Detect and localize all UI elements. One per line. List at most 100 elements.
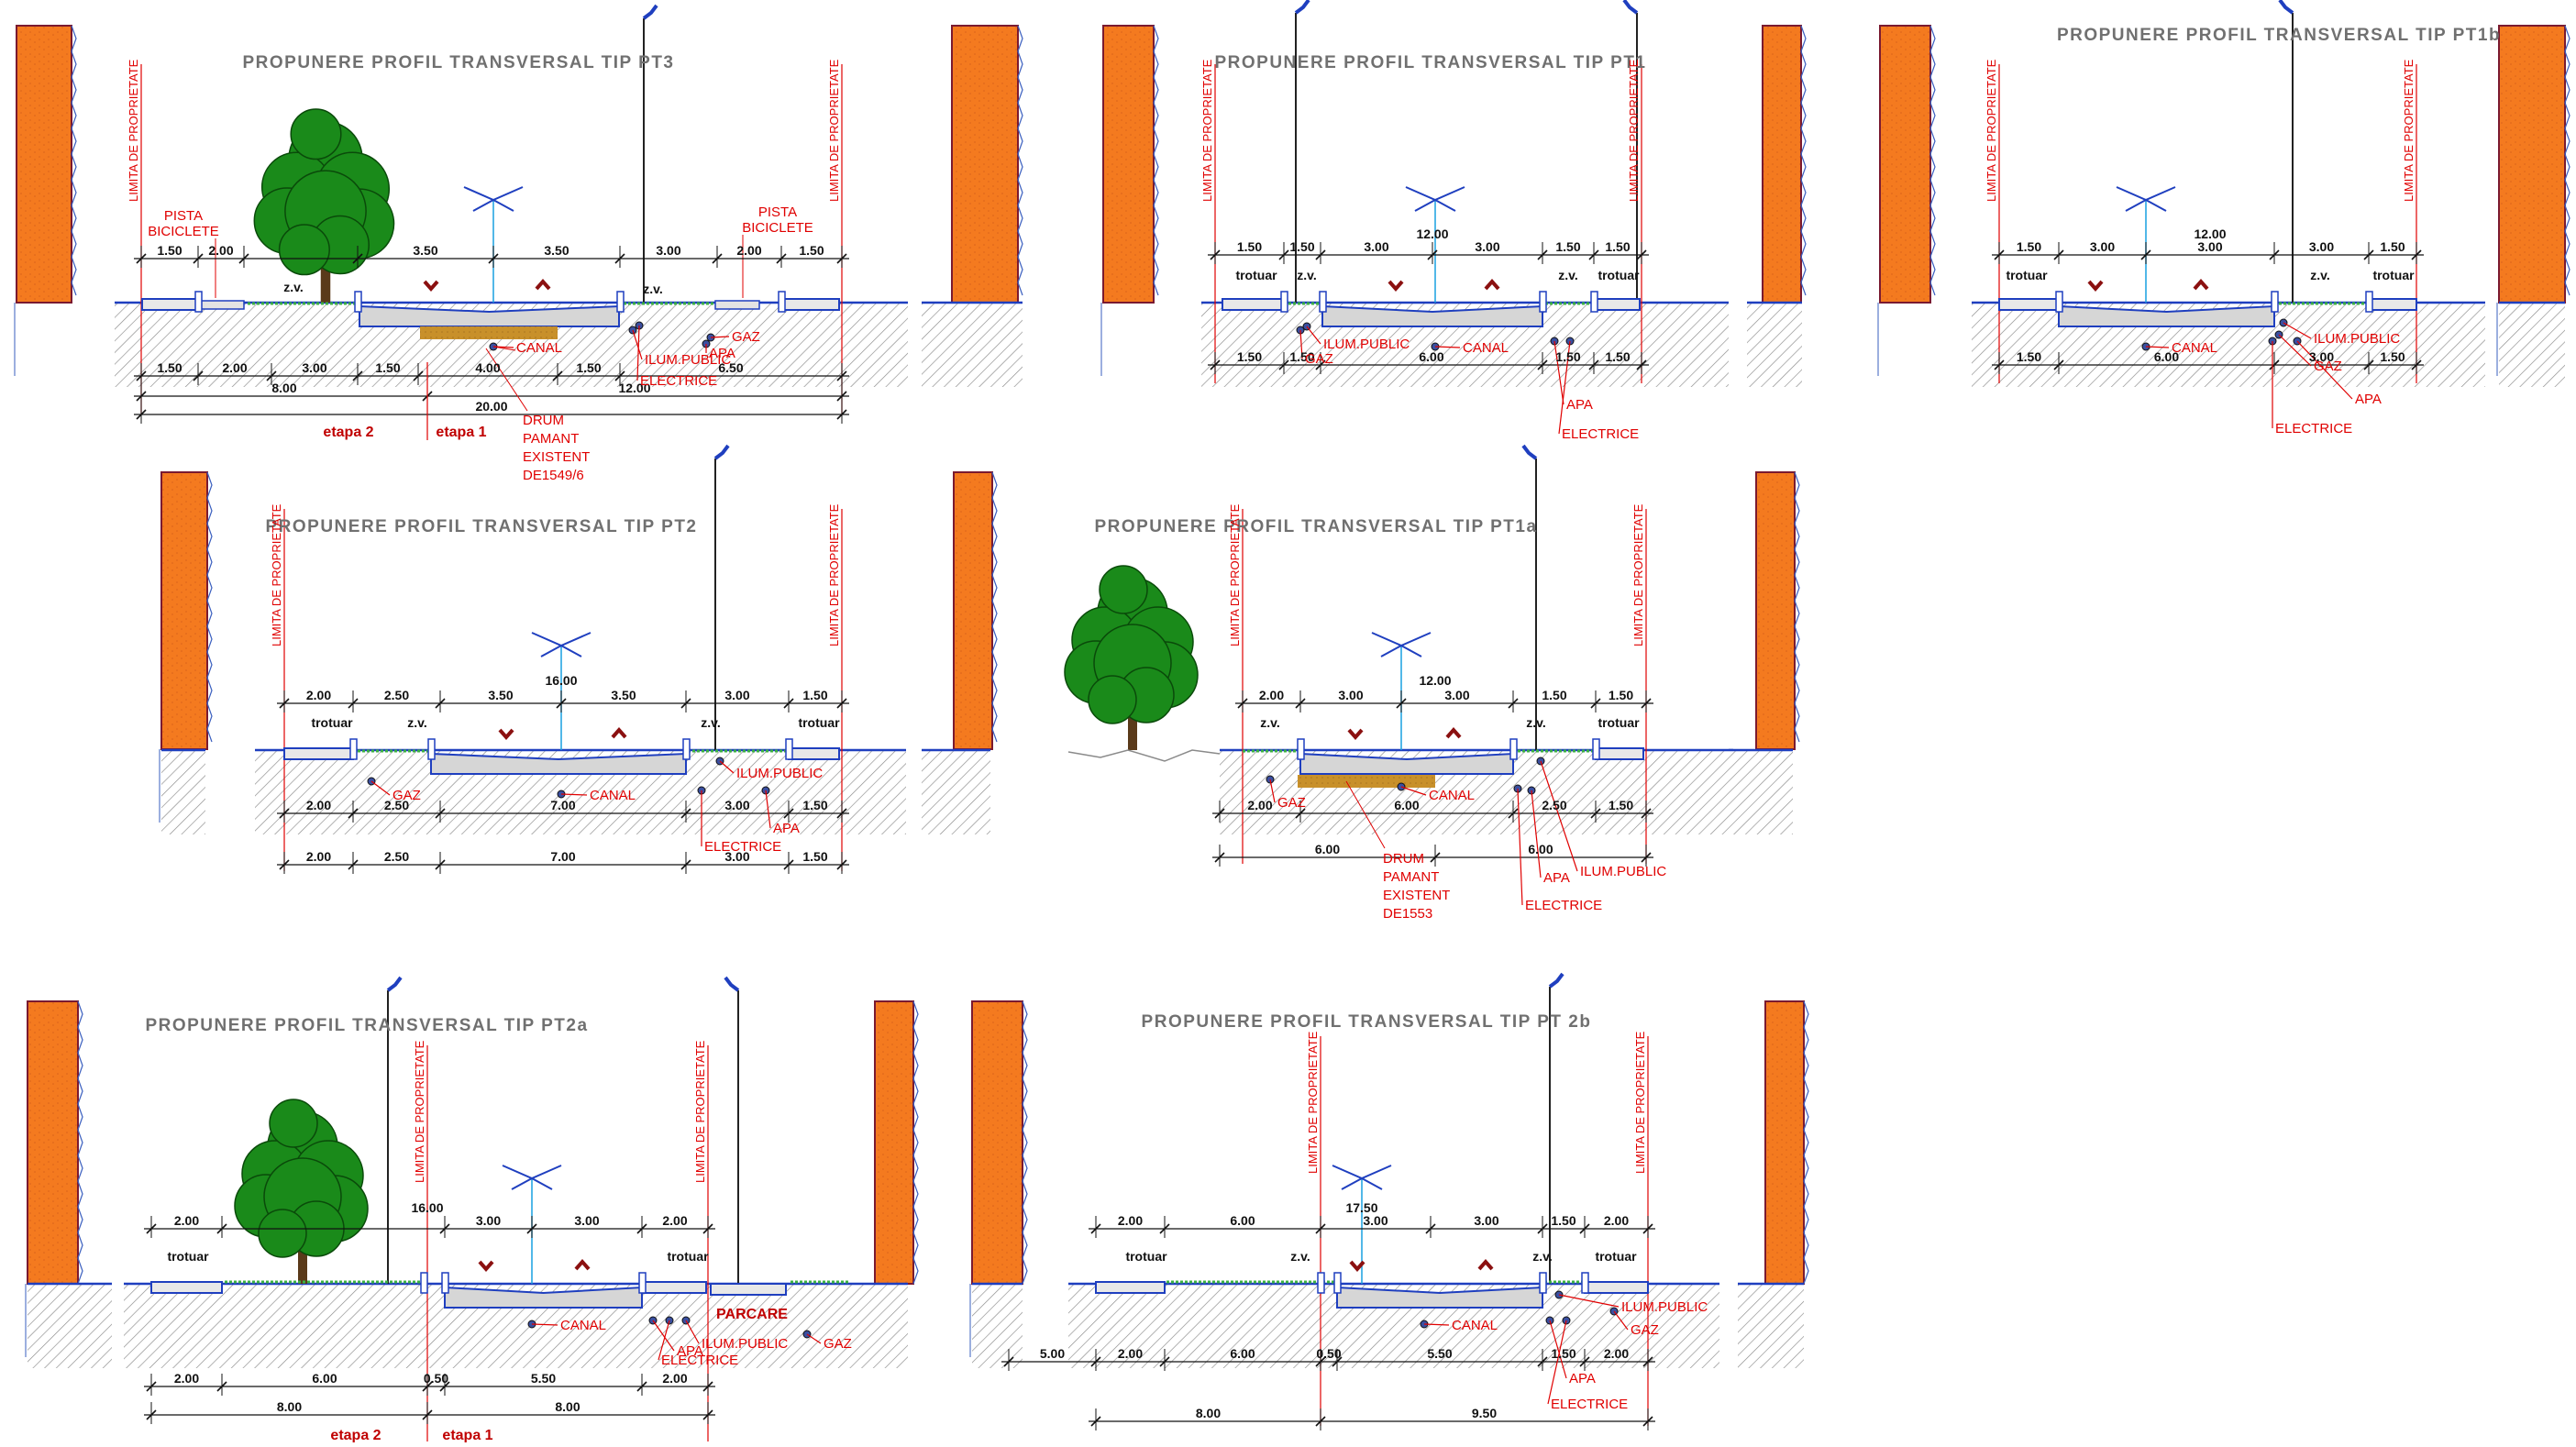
carriageway-slab <box>1299 752 1514 775</box>
utility-label: ELECTRICE <box>1525 898 1602 913</box>
dimension-value: 6.00 <box>1528 842 1553 856</box>
dimension-tick <box>422 1381 433 1392</box>
existing-road-label: DRUM <box>1383 851 1424 867</box>
lamp-head <box>1294 0 1310 15</box>
utility-label: CANAL <box>590 788 636 803</box>
bike-lane-label: BICICLETE <box>742 220 813 236</box>
utility-label: ILUM.PUBLIC <box>645 352 731 368</box>
dimension-tick <box>435 859 446 870</box>
dimension-tick <box>422 1409 433 1420</box>
ground-hatch <box>2499 303 2565 387</box>
sidewalk-slab <box>283 747 354 760</box>
dimension-tick <box>1642 1223 1653 1234</box>
dimension-value: 2.00 <box>662 1213 687 1228</box>
wall-break-line <box>1929 25 1936 296</box>
dimension-tick <box>1636 359 1647 370</box>
dimension-value: 2.00 <box>306 688 331 702</box>
dimension-value: 7.00 <box>550 798 575 812</box>
dimension-tick <box>1315 1223 1326 1234</box>
property-limit-label: LIMITA DE PROPRIETATE <box>1631 503 1645 646</box>
utility-leader <box>1558 1294 1620 1308</box>
dimension-tick <box>702 1381 713 1392</box>
dimension-tick <box>783 859 794 870</box>
dimension-tick <box>2363 249 2374 260</box>
utility-label: ILUM.PUBLIC <box>736 766 823 781</box>
dimension-tick <box>136 409 147 420</box>
property-limit-label: LIMITA DE PROPRIETATE <box>1228 503 1242 646</box>
dimension-tick <box>2269 359 2280 370</box>
wall-break-line <box>1803 1000 1809 1285</box>
sidewalk-slab <box>1095 1281 1166 1294</box>
property-limit-label: LIMITA DE PROPRIETATE <box>2402 59 2416 202</box>
wall-break-line <box>1022 1000 1028 1285</box>
property-limit-label: LIMITA DE PROPRIETATE <box>270 503 283 646</box>
dimension-tick <box>435 808 446 819</box>
dimension-tick <box>1641 698 1652 709</box>
dimension-tick <box>1994 249 2005 260</box>
utility-leader <box>1517 788 1523 906</box>
green-strip-label: z.v. <box>2310 268 2330 282</box>
dimension-tick <box>2269 249 2280 260</box>
dimension-value: 2.50 <box>384 849 409 864</box>
dimension-value: 9.50 <box>1472 1406 1497 1420</box>
dimension-value: 2.50 <box>384 688 409 702</box>
dimension-tick <box>348 808 359 819</box>
curb <box>1297 738 1305 760</box>
dimension-value: 6.00 <box>1394 798 1419 812</box>
utility-label: ELECTRICE <box>1551 1397 1628 1412</box>
utility-leader <box>2296 340 2353 400</box>
dimension-tick <box>1579 1223 1590 1234</box>
dimension-tick <box>348 698 359 709</box>
total-width: 16.00 <box>545 673 577 688</box>
dimension-tick <box>1588 249 1599 260</box>
dimension-tick <box>348 859 359 870</box>
dimension-tick <box>1315 1416 1326 1427</box>
property-limit-label: LIMITA DE PROPRIETATE <box>1985 59 1998 202</box>
ground-hatch <box>1729 750 1793 834</box>
utility-label: ILUM.PUBLIC <box>702 1336 788 1352</box>
dimension-tick <box>1214 852 1225 863</box>
dimension-value: 2.00 <box>174 1213 199 1228</box>
ground-hatch <box>922 303 1023 387</box>
building-wall <box>1755 471 1796 750</box>
existing-road-label: EXISTENT <box>523 449 590 465</box>
dimension-tick <box>216 1381 227 1392</box>
utility-label: APA <box>1566 397 1593 413</box>
dimension-value: 3.00 <box>2090 239 2115 254</box>
utility-label: GAZ <box>732 329 760 345</box>
dimension-tick <box>1590 698 1601 709</box>
dimension-tick <box>2053 359 2064 370</box>
dimension-tick <box>1159 1223 1170 1234</box>
existing-road-label: DE1549/6 <box>523 468 584 483</box>
dimension-tick <box>439 1223 450 1234</box>
total-width: 12.00 <box>1416 226 1448 241</box>
dimension-value: 1.50 <box>1551 1346 1575 1361</box>
dimension-tick <box>836 808 847 819</box>
dimension-value: 7.00 <box>550 849 575 864</box>
sidewalk-slab <box>1593 298 1641 311</box>
sidewalk-slab <box>141 298 198 311</box>
dimension-tick <box>556 698 567 709</box>
carriageway-slab <box>1336 1286 1543 1309</box>
property-limit-label: LIMITA DE PROPRIETATE <box>827 503 841 646</box>
dimension-tick <box>2411 249 2422 260</box>
sidewalk-slab <box>2368 298 2417 311</box>
dimension-value: 1.50 <box>1555 239 1580 254</box>
existing-earth-road <box>1298 775 1435 788</box>
lane-arrow-down <box>2087 280 2104 293</box>
dimension-tick <box>1214 808 1225 819</box>
dimension-tick <box>1210 359 1221 370</box>
utility-leader <box>1553 340 1564 405</box>
green-strip-label: z.v. <box>1526 715 1546 730</box>
wall-break-line <box>77 1000 83 1285</box>
utility-label: ILUM.PUBLIC <box>1621 1299 1708 1315</box>
dimension-tick <box>1537 359 1548 370</box>
dimension-tick <box>136 253 147 264</box>
dimension-tick <box>1159 1356 1170 1367</box>
dimension-tick <box>636 1381 647 1392</box>
dimension-value: 8.00 <box>1196 1406 1221 1420</box>
dimension-value: 5.00 <box>1040 1346 1065 1361</box>
dimension-tick <box>1641 852 1652 863</box>
dimension-value: 1.50 <box>1551 1213 1575 1228</box>
dimension-value: 3.00 <box>2197 239 2222 254</box>
